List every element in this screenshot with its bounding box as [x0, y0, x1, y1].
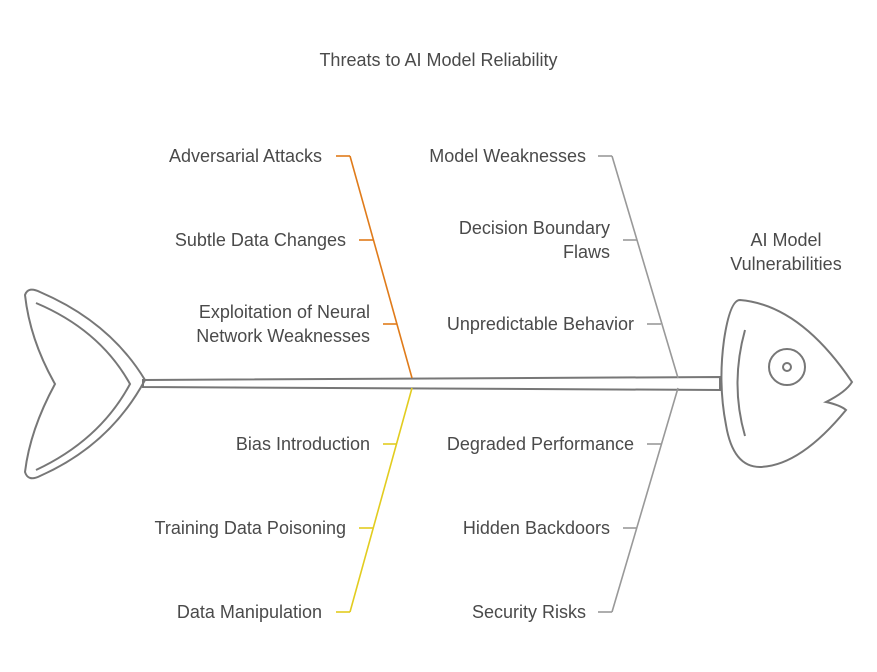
label-data-item-1: Bias Introduction: [235, 434, 370, 454]
label-model-header: Model Weaknesses: [429, 146, 586, 166]
label-adversarial-item-1: Subtle Data Changes: [174, 230, 346, 250]
label-security-item-2: Hidden Backdoors: [462, 518, 610, 538]
fish-tail-outer: [23, 288, 147, 480]
label-data-header: Data Manipulation: [176, 602, 322, 622]
label-adversarial-header: Adversarial Attacks: [168, 146, 322, 166]
fish-eye-inner: [782, 362, 792, 372]
bone-model-line: [611, 155, 679, 379]
bone-security-line: [611, 387, 679, 613]
label-security-item-1: Degraded Performance: [446, 434, 634, 454]
diagram-title: Threats to AI Model Reliability: [319, 50, 558, 70]
fish-tail-inner: [35, 302, 132, 471]
label-data-item-2: Training Data Poisoning: [154, 518, 346, 538]
head-label: AI Model Vulnerabilities: [730, 230, 842, 274]
bone-adversarial-line: [349, 155, 413, 379]
label-security-header: Security Risks: [471, 602, 586, 622]
fish-head: [720, 298, 854, 469]
label-model-item-1: Decision Boundary Flaws: [458, 218, 610, 262]
fish-spine: [142, 375, 721, 392]
label-model-item-2: Unpredictable Behavior: [446, 314, 634, 334]
fish-eye-outer: [768, 348, 806, 386]
label-adversarial-item-2: Exploitation of Neural Network Weaknesse…: [196, 302, 370, 346]
fish-gill: [736, 329, 746, 437]
bone-data-line: [349, 387, 413, 613]
